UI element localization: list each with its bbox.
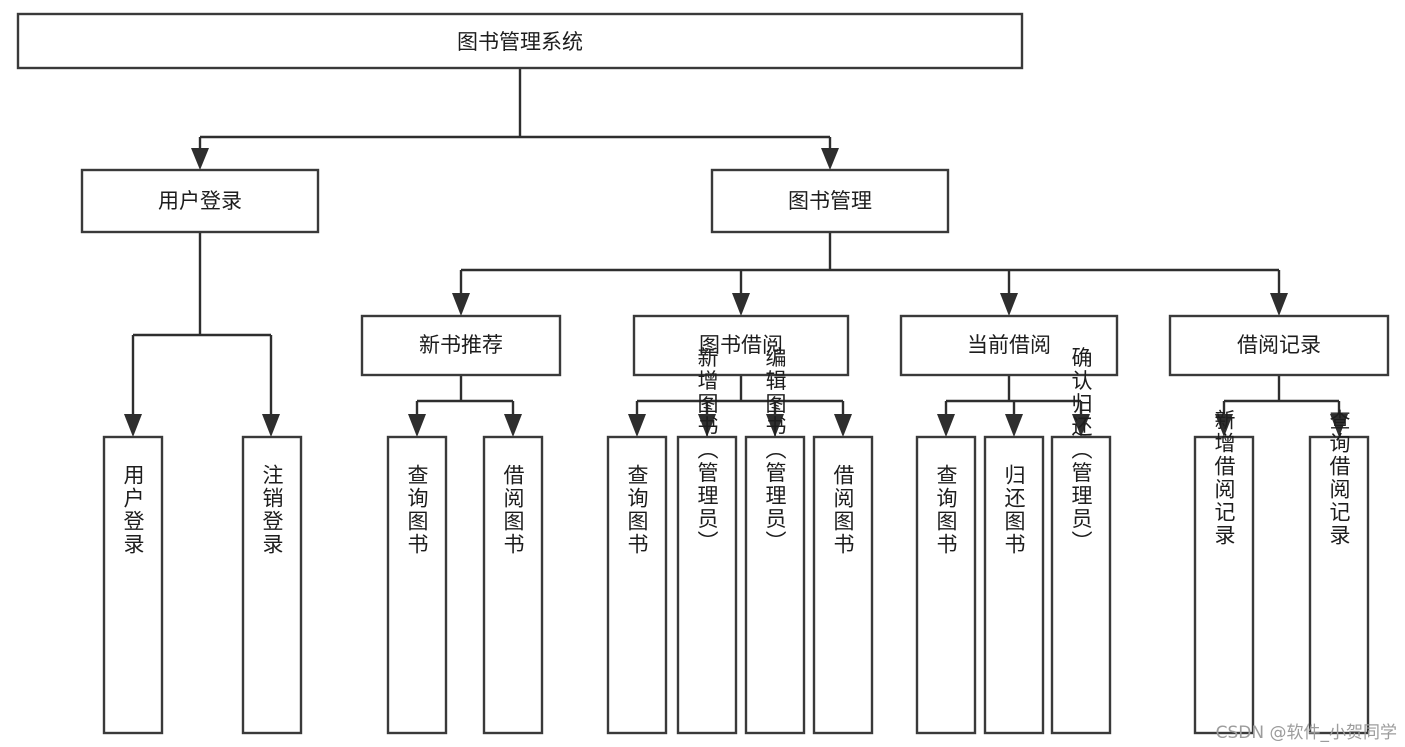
leaf-return-book[interactable]: 归还图书 <box>983 435 1045 735</box>
arrow-cb-l3 <box>1072 414 1090 437</box>
arrow-user-login-l2 <box>262 414 280 437</box>
leaf-borrow-book-2-label: 借阅图书 <box>831 464 855 556</box>
arrow-bm-to-borrow-record <box>1270 293 1288 316</box>
leaf-logout-login-box[interactable] <box>241 435 303 735</box>
node-user-login-label: 用户登录 <box>158 189 242 213</box>
node-new-book-recommend-label: 新书推荐 <box>419 333 503 357</box>
node-borrow-record[interactable]: 借阅记录 <box>1168 314 1390 377</box>
leaf-logout-login[interactable]: 注销登录 <box>241 435 303 735</box>
leaf-logout-login-label: 注销登录 <box>260 464 284 556</box>
node-new-book-recommend[interactable]: 新书推荐 <box>360 314 562 377</box>
leaf-confirm-return-label: 确认归还（管理员） <box>1069 347 1093 554</box>
leaf-user-login[interactable]: 用户登录 <box>102 435 164 735</box>
leaf-edit-book[interactable]: 编辑图书（管理员） <box>744 347 806 735</box>
leaf-query-book-3-box[interactable] <box>915 435 977 735</box>
leaf-query-book-2-label: 查询图书 <box>625 464 649 556</box>
node-root[interactable]: 图书管理系统 <box>16 12 1024 70</box>
arrow-bm-to-current-borrow <box>1000 293 1018 316</box>
leaf-query-book-1-box[interactable] <box>386 435 448 735</box>
arrow-br-l1 <box>1215 414 1233 437</box>
leaf-query-book-2[interactable]: 查询图书 <box>606 435 668 735</box>
arrow-root-to-user-login <box>191 148 209 170</box>
leaf-borrow-book-1[interactable]: 借阅图书 <box>482 435 544 735</box>
leaf-add-record[interactable]: 新增借阅记录 <box>1193 409 1255 735</box>
leaf-confirm-return-box[interactable] <box>1050 435 1112 735</box>
arrow-bm-to-book-borrow <box>732 293 750 316</box>
arrow-bm-to-new-book-recommend <box>452 293 470 316</box>
leaf-borrow-book-2-box[interactable] <box>812 435 874 735</box>
leaf-query-record[interactable]: 查询借阅记录 <box>1308 409 1370 735</box>
leaf-query-book-3-label: 查询图书 <box>934 464 958 556</box>
node-book-manage[interactable]: 图书管理 <box>710 168 950 234</box>
arrow-bb-l2 <box>698 414 716 437</box>
node-root-label: 图书管理系统 <box>457 30 583 54</box>
node-root-box[interactable] <box>16 12 1024 70</box>
leaf-add-book-box[interactable] <box>676 435 738 735</box>
node-book-borrow-box[interactable] <box>632 314 850 377</box>
arrow-nbr-l1 <box>408 414 426 437</box>
node-book-manage-box[interactable] <box>710 168 950 234</box>
leaf-add-book[interactable]: 新增图书（管理员） <box>676 347 738 735</box>
node-book-borrow[interactable]: 图书借阅 <box>632 314 850 377</box>
leaf-borrow-book-1-box[interactable] <box>482 435 544 735</box>
node-user-login-box[interactable] <box>80 168 320 234</box>
leaf-query-record-box[interactable] <box>1308 435 1370 735</box>
leaf-query-book-3[interactable]: 查询图书 <box>915 435 977 735</box>
leaf-edit-book-label: 编辑图书（管理员） <box>763 347 787 554</box>
leaf-user-login-label: 用户登录 <box>121 464 145 556</box>
leaf-query-record-label: 查询借阅记录 <box>1327 409 1351 547</box>
node-book-borrow-label: 图书借阅 <box>699 333 783 357</box>
node-current-borrow-label: 当前借阅 <box>967 333 1051 357</box>
leaf-add-book-label: 新增图书（管理员） <box>695 347 719 554</box>
arrow-cb-l1 <box>937 414 955 437</box>
arrow-br-l2 <box>1330 414 1348 437</box>
arrow-root-to-book-manage <box>821 148 839 170</box>
node-borrow-record-label: 借阅记录 <box>1237 333 1321 357</box>
leaf-add-record-label: 新增借阅记录 <box>1212 409 1236 547</box>
leaf-query-book-2-box[interactable] <box>606 435 668 735</box>
leaf-return-book-label: 归还图书 <box>1002 464 1026 556</box>
leaf-query-book-1[interactable]: 查询图书 <box>386 435 448 735</box>
node-user-login[interactable]: 用户登录 <box>80 168 320 234</box>
connector-group <box>124 68 1348 437</box>
arrow-bb-l3 <box>766 414 784 437</box>
leaf-confirm-return[interactable]: 确认归还（管理员） <box>1050 347 1112 735</box>
arrow-bb-l1 <box>628 414 646 437</box>
arrow-user-login-l1 <box>124 414 142 437</box>
leaf-user-login-box[interactable] <box>102 435 164 735</box>
leaf-return-book-box[interactable] <box>983 435 1045 735</box>
arrow-nbr-l2 <box>504 414 522 437</box>
leaf-query-book-1-label: 查询图书 <box>405 464 429 556</box>
node-current-borrow-box[interactable] <box>899 314 1119 377</box>
node-new-book-recommend-box[interactable] <box>360 314 562 377</box>
node-book-manage-label: 图书管理 <box>788 189 872 213</box>
leaf-borrow-book-2[interactable]: 借阅图书 <box>812 435 874 735</box>
node-current-borrow[interactable]: 当前借阅 <box>899 314 1119 377</box>
leaf-add-record-box[interactable] <box>1193 435 1255 735</box>
leaf-edit-book-box[interactable] <box>744 435 806 735</box>
node-borrow-record-box[interactable] <box>1168 314 1390 377</box>
leaf-borrow-book-1-label: 借阅图书 <box>501 464 525 556</box>
arrow-cb-l2 <box>1005 414 1023 437</box>
arrow-bb-l4 <box>834 414 852 437</box>
